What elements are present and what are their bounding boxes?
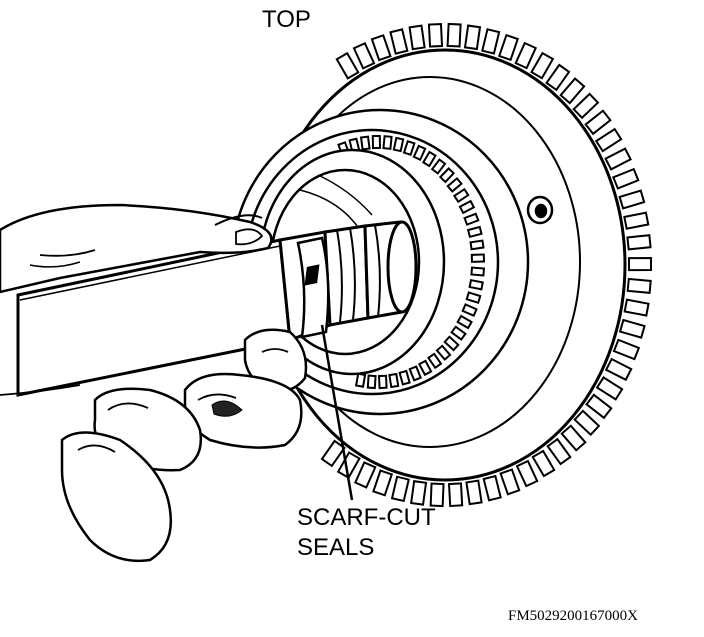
spline-tooth <box>594 127 623 153</box>
spline-tooth <box>627 257 653 272</box>
spline-tooth <box>595 376 624 401</box>
spline-tooth <box>427 22 444 48</box>
spline-tooth <box>336 451 361 479</box>
spline-tooth <box>584 109 612 136</box>
spline-tooth <box>469 239 485 251</box>
spline-tooth <box>572 92 600 120</box>
spline-tooth <box>402 139 416 157</box>
spline-tooth <box>618 189 646 210</box>
spline-tooth <box>604 147 632 171</box>
spline-tooth <box>560 424 587 452</box>
spline-tooth <box>354 372 367 388</box>
hub-inner-splines <box>337 134 486 390</box>
spline-tooth <box>359 135 371 151</box>
spline-tooth <box>438 167 456 184</box>
spline-tooth <box>320 439 346 468</box>
spline-tooth <box>410 480 428 506</box>
spline-tooth <box>623 298 650 317</box>
spline-tooth <box>530 51 555 80</box>
spline-tooth <box>465 291 482 304</box>
spline-tooth <box>463 212 480 226</box>
spline-tooth <box>612 167 640 190</box>
scarf-cut-label: SCARF-CUT <box>297 504 436 531</box>
spline-tooth <box>382 135 393 150</box>
spline-tooth <box>515 459 539 488</box>
spline-tooth <box>470 266 486 277</box>
scarf-cut-seal <box>296 236 330 339</box>
spline-tooth <box>626 234 652 251</box>
spline-tooth <box>389 28 409 55</box>
spline-tooth <box>443 335 460 352</box>
spline-tooth <box>421 150 437 168</box>
spline-tooth <box>481 28 501 55</box>
spline-tooth <box>450 325 467 341</box>
spline-tooth <box>514 41 538 70</box>
spline-tooth <box>470 253 486 263</box>
drum-bolt-hole <box>526 195 554 225</box>
technician-hand <box>0 203 308 562</box>
spline-tooth <box>482 474 502 502</box>
spline-tooth <box>461 303 478 318</box>
spline-tooth <box>531 449 556 478</box>
spline-tooth <box>335 51 360 80</box>
spline-tooth <box>465 479 483 506</box>
spline-tooth <box>623 211 650 230</box>
spline-tooth <box>388 372 400 389</box>
spline-tooth <box>417 359 433 377</box>
spline-tooth <box>371 134 382 150</box>
spline-tooth <box>604 357 633 382</box>
drum-outer-splines <box>320 22 653 508</box>
spline-tooth <box>497 33 520 62</box>
spline-tooth <box>398 369 411 386</box>
spline-tooth <box>546 437 572 466</box>
spline-tooth <box>352 41 376 70</box>
figure-code: FM5029200167000X <box>508 608 639 624</box>
spline-tooth <box>412 144 427 162</box>
seal-leader-line <box>320 324 354 501</box>
spline-tooth <box>446 22 462 48</box>
seals-label: SEALS <box>297 534 375 561</box>
spline-tooth <box>354 461 377 489</box>
spline-tooth <box>466 225 483 239</box>
spline-tooth <box>499 468 521 496</box>
spline-tooth <box>446 176 463 193</box>
spline-tooth <box>430 158 447 175</box>
spline-tooth <box>545 63 571 92</box>
spline-tooth <box>559 77 586 105</box>
spline-tooth <box>463 24 482 51</box>
spline-tooth <box>585 393 613 420</box>
spline-tooth <box>447 482 464 508</box>
spline-tooth <box>612 338 641 361</box>
spline-tooth <box>626 277 652 294</box>
spline-tooth <box>435 344 452 361</box>
spline-tooth <box>458 199 476 215</box>
spline-tooth <box>366 374 377 390</box>
spline-tooth <box>392 136 405 153</box>
spline-tooth <box>390 475 410 503</box>
top-orientation-label: TOP <box>262 6 311 33</box>
spline-tooth <box>372 469 394 497</box>
spline-tooth <box>452 187 470 204</box>
spline-tooth <box>429 482 445 508</box>
spline-tooth <box>456 314 473 330</box>
spline-tooth <box>408 365 422 382</box>
spline-tooth <box>468 278 484 291</box>
spline-tooth <box>427 352 443 370</box>
spline-tooth <box>618 318 646 339</box>
spline-tooth <box>573 409 601 437</box>
spline-tooth <box>370 34 392 62</box>
spline-tooth <box>408 24 426 51</box>
spline-tooth <box>377 374 388 390</box>
